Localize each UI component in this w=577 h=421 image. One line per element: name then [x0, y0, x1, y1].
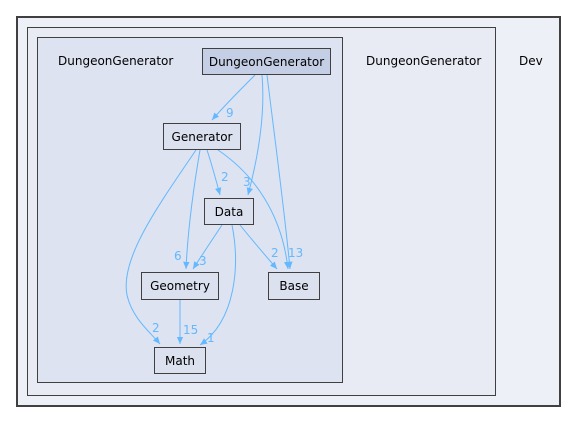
node-data[interactable]: Data: [204, 198, 254, 225]
edge-label-generator-geometry: 6: [174, 249, 182, 263]
edge-label-data-geometry: 3: [199, 254, 207, 268]
edge-label-data-base: 2: [271, 246, 279, 260]
edge-generator-base: [217, 149, 291, 270]
cluster-dungeon-generator-inner: [37, 37, 343, 383]
node-generator[interactable]: Generator: [163, 123, 241, 150]
edge-label-generator-data: 2: [221, 170, 229, 184]
node-dungeon-generator[interactable]: DungeonGenerator: [202, 48, 331, 75]
edge-label-generator-math: 2: [152, 321, 160, 335]
edge-generator-geometry: [183, 149, 201, 270]
edge-label-data-math: 1: [207, 331, 215, 345]
node-math[interactable]: Math: [154, 347, 206, 374]
cluster-dungeon-generator-outer-label: DungeonGenerator: [366, 54, 482, 68]
edge-label-generator-base: 13: [288, 246, 303, 260]
edge-label-dg-data: 3: [243, 175, 251, 189]
edge-generator-math: [125, 149, 197, 345]
edge-data-math: [199, 224, 236, 346]
edge-generator-data: [206, 149, 222, 196]
edge-label-dg-generator: 9: [226, 106, 234, 120]
node-base[interactable]: Base: [268, 272, 320, 300]
edge-dg-generator: [211, 74, 256, 121]
cluster-dungeon-generator-inner-label: DungeonGenerator: [58, 54, 174, 68]
edge-dg-base: [266, 74, 293, 270]
node-geometry[interactable]: Geometry: [141, 272, 219, 300]
edge-data-geometry: [192, 224, 223, 270]
cluster-dev-label: Dev: [519, 54, 543, 68]
edge-data-base: [239, 224, 278, 270]
edge-label-geometry-math: 15: [183, 323, 198, 337]
